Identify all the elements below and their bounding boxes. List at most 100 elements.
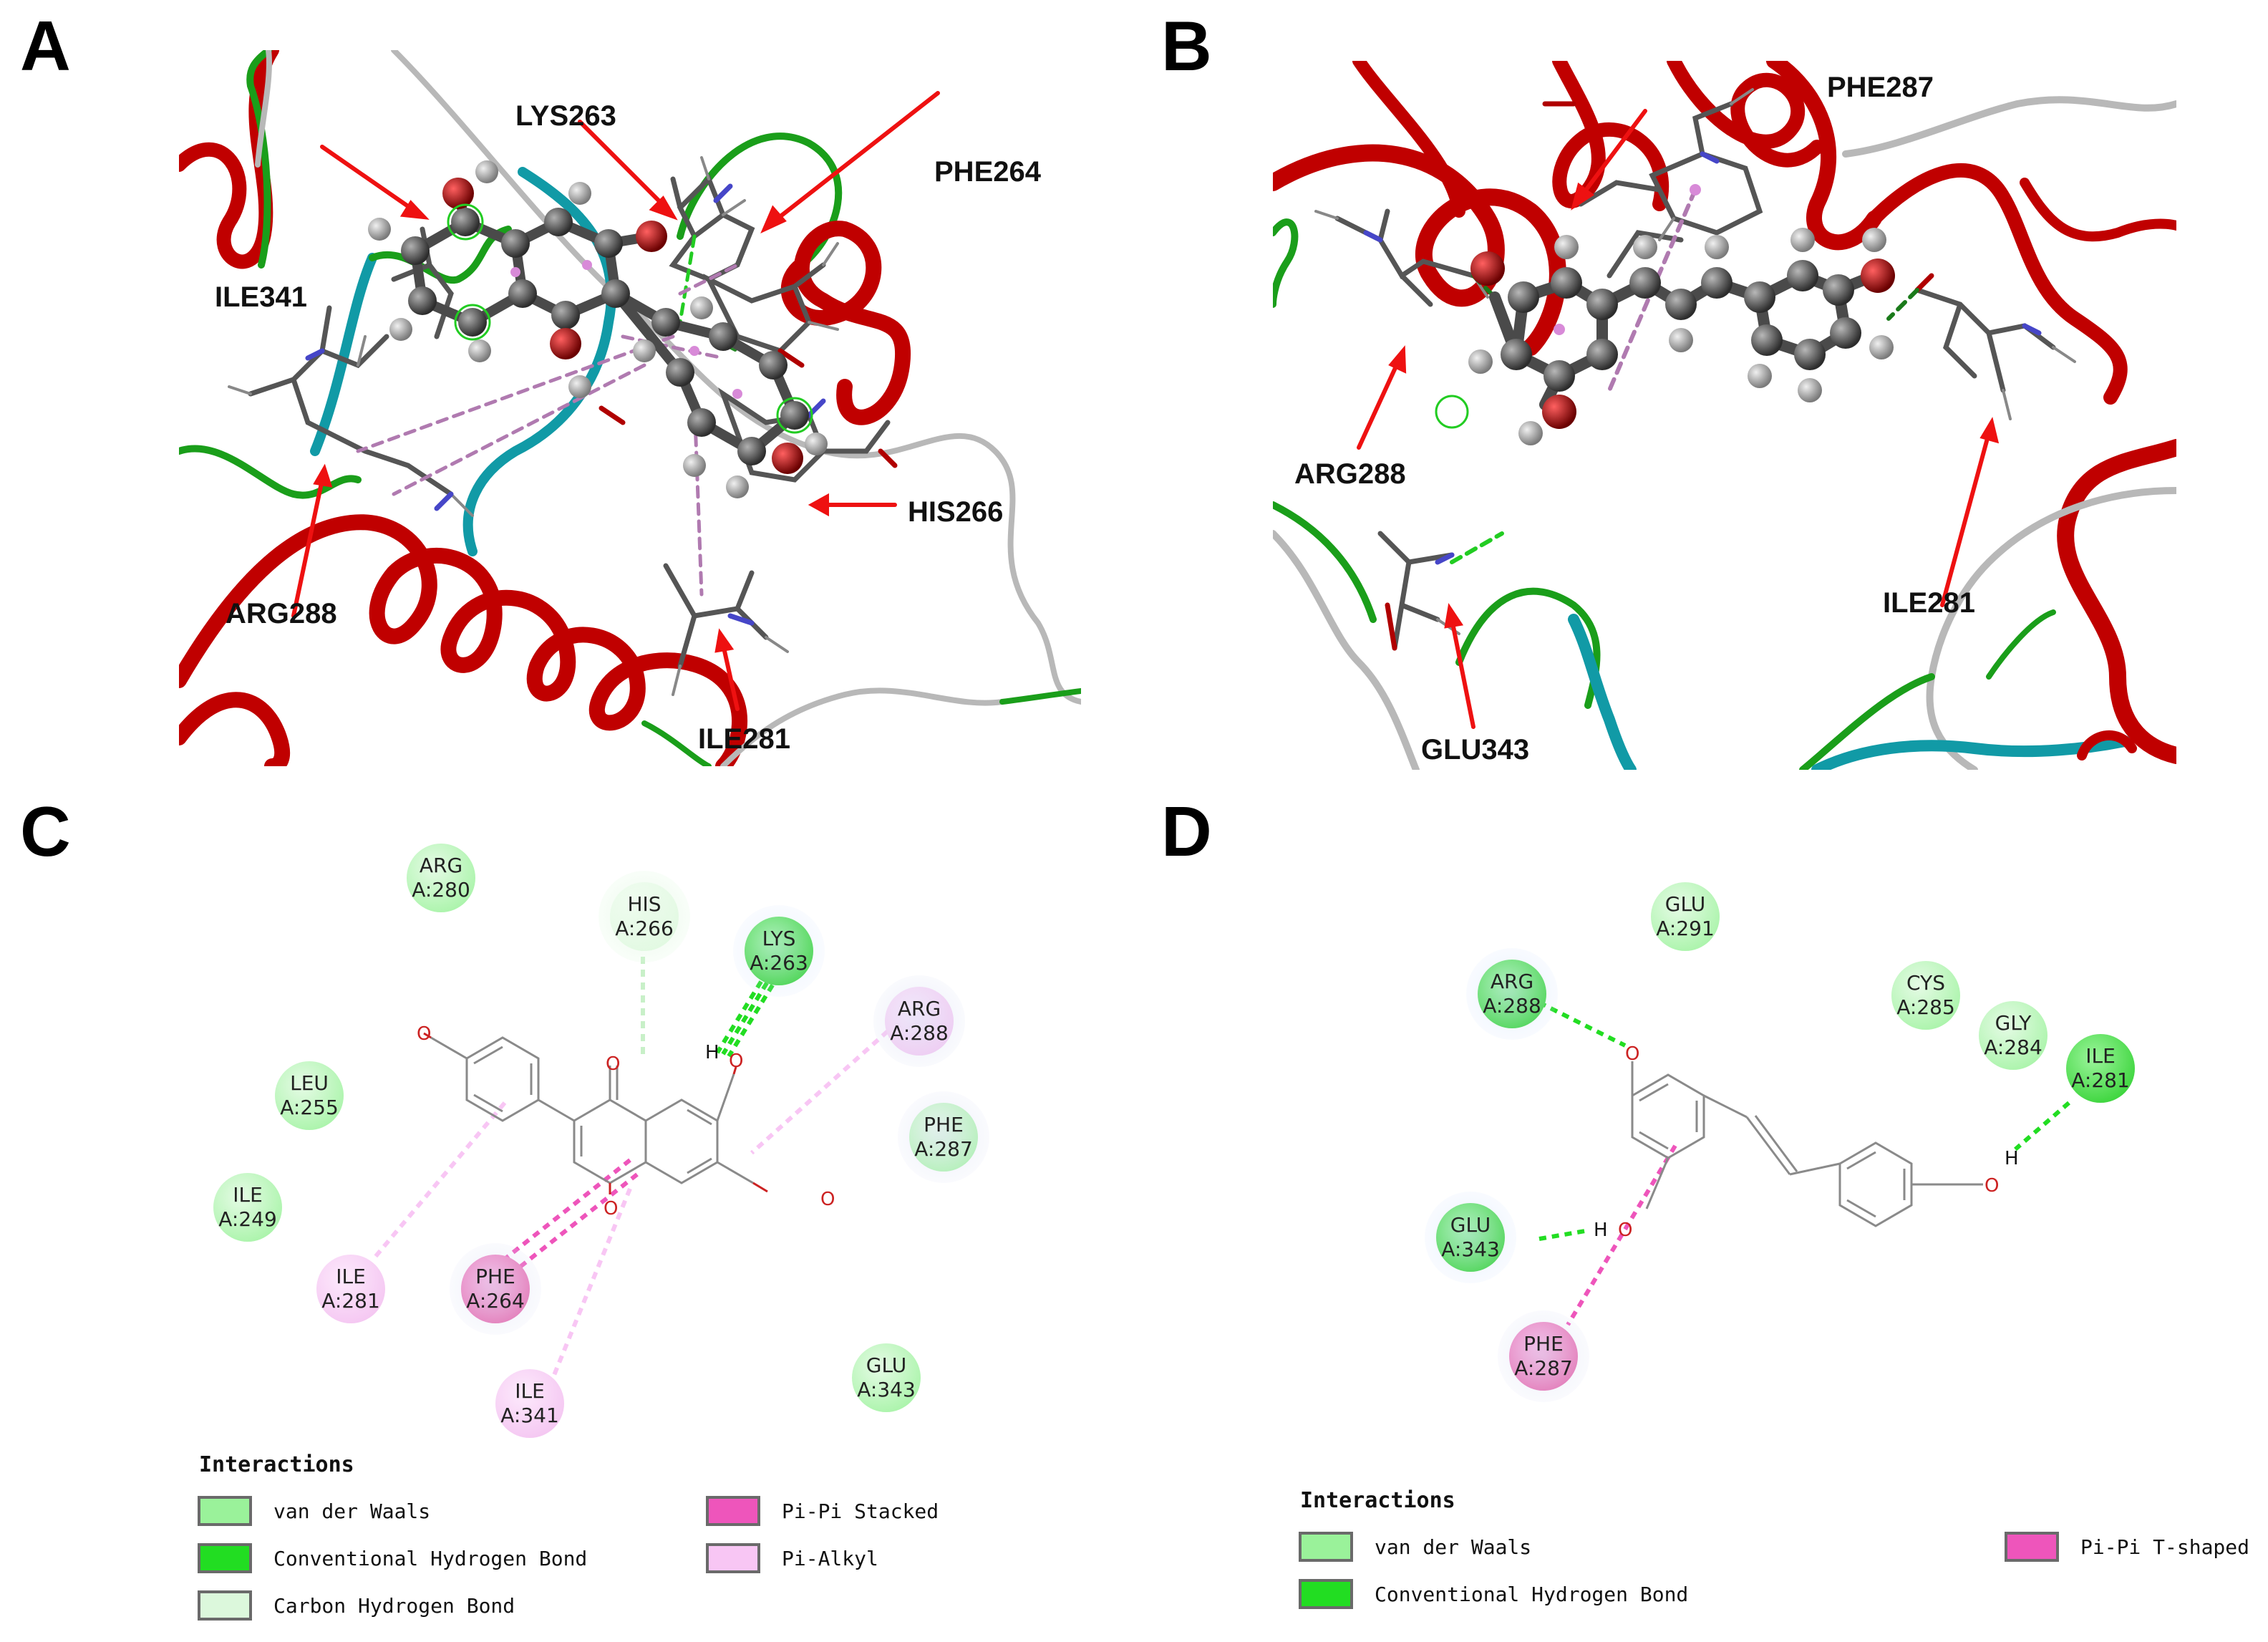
- atom-h-2: H: [2005, 1148, 2019, 1169]
- label-ile341: ILE341: [215, 281, 307, 313]
- atom-o-1: O: [417, 1023, 431, 1045]
- panel-d-letter: D: [1161, 792, 1212, 871]
- ring-a: [1631, 1073, 1705, 1159]
- ile281-sticks: [1914, 287, 2056, 393]
- helix-ribbon: [1766, 61, 1882, 251]
- helix-ribbon: [179, 692, 291, 766]
- ring-c: [573, 1098, 647, 1184]
- atom-o-4: O: [604, 1198, 618, 1220]
- legend-d-title: Interactions: [1300, 1488, 1455, 1513]
- atom-o-2: O: [1618, 1220, 1632, 1241]
- turn-ribbon: [246, 50, 272, 269]
- helix-ribbon: [1273, 144, 1566, 356]
- turn-ribbon: [1986, 609, 2056, 680]
- label-lys263: LYS263: [515, 100, 616, 132]
- panel-a-structure: [179, 50, 1081, 766]
- turn-ribbon: [641, 720, 712, 766]
- atom-h-1: H: [1594, 1220, 1608, 1241]
- legend-d-item-pi-pi-t-shaped: Pi-Pi T-shaped: [2005, 1528, 2249, 1565]
- atom-o-2: O: [606, 1053, 620, 1075]
- legend-c-item-carbon-hbond: Carbon Hydrogen Bond: [198, 1587, 515, 1624]
- legend-label: van der Waals: [273, 1499, 431, 1523]
- turn-ribbon: [1455, 587, 1601, 709]
- legend-label: Carbon Hydrogen Bond: [273, 1593, 515, 1618]
- label-glu343: GLU343: [1421, 734, 1530, 766]
- legend-c-item-vdw: van der Waals: [198, 1492, 430, 1530]
- coil-ribbon: [255, 50, 272, 168]
- label-phe287: PHE287: [1827, 72, 1934, 103]
- panel-a-letter: A: [20, 6, 71, 85]
- legend-swatch: [1299, 1579, 1353, 1609]
- ring-b: [1838, 1141, 1913, 1227]
- strand-ribbon: [1568, 614, 1637, 770]
- helix-ribbon: [2020, 178, 2176, 242]
- strand-ribbon: [310, 253, 377, 456]
- legend-swatch: [706, 1496, 760, 1526]
- legend-swatch: [2005, 1532, 2059, 1562]
- ring-a: [644, 1098, 719, 1184]
- atom-o-1: O: [1625, 1043, 1639, 1065]
- panel-b-structure: [1273, 61, 2176, 770]
- arrow-arg288: [291, 478, 324, 618]
- legend-swatch: [198, 1543, 252, 1573]
- legend-label: van der Waals: [1375, 1535, 1532, 1559]
- arrow-lys263: [578, 120, 668, 210]
- label-ile281: ILE281: [698, 723, 790, 755]
- arrow-phe287: [1579, 109, 1647, 199]
- helix-ribbon: [1552, 61, 1670, 211]
- panel-c-letter: C: [20, 792, 71, 871]
- legend-c-title: Interactions: [199, 1452, 354, 1477]
- arrow-glu343: [1450, 617, 1475, 729]
- legend-c-item-pi-pi-stacked: Pi-Pi Stacked: [706, 1492, 939, 1530]
- label-ile281: ILE281: [1883, 587, 1975, 619]
- legend-c-item-conventional-hbond: Conventional Hydrogen Bond: [198, 1540, 587, 1577]
- turn-ribbon: [1799, 673, 1935, 770]
- helix-ribbon: [179, 514, 747, 766]
- helix-ribbon: [179, 50, 279, 269]
- label-arg288: ARG288: [226, 598, 337, 629]
- coil-ribbon: [1926, 487, 2176, 770]
- legend-label: Conventional Hydrogen Bond: [273, 1546, 588, 1570]
- turn-ribbon: [999, 688, 1081, 705]
- arrow-phe264: [771, 91, 940, 224]
- helix-ribbon: [1352, 61, 1465, 218]
- atom-o-3: O: [729, 1051, 743, 1072]
- helix-ribbon: [1867, 163, 2128, 405]
- helix-ribbon: [1667, 61, 1824, 168]
- arrow-ile281: [1940, 431, 1991, 607]
- legend-c-item-pi-alkyl: Pi-Alkyl: [706, 1540, 878, 1577]
- arrow-ile341: [320, 145, 417, 213]
- arrow-ile281: [721, 642, 740, 711]
- atom-h-1: H: [705, 1042, 719, 1063]
- label-his266: HIS266: [908, 496, 1004, 528]
- coil-ribbon: [720, 687, 1005, 766]
- label-phe264: PHE264: [934, 156, 1041, 188]
- atom-o-3: O: [1984, 1175, 1999, 1197]
- helix-ribbon: [2057, 439, 2176, 764]
- legend-label: Pi-Pi T-shaped: [2080, 1535, 2250, 1559]
- coil-ribbon: [391, 50, 1081, 705]
- legend-swatch: [706, 1543, 760, 1573]
- panel-d-ligand-diagram: O O H O H: [1538, 1000, 2070, 1326]
- legend-d-item-conventional-hbond: Conventional Hydrogen Bond: [1299, 1575, 1688, 1613]
- coil-ribbon: [1273, 530, 1420, 770]
- arrow-arg288: [1357, 359, 1400, 450]
- legend-swatch: [198, 1590, 252, 1621]
- legend-label: Pi-Pi Stacked: [782, 1499, 939, 1523]
